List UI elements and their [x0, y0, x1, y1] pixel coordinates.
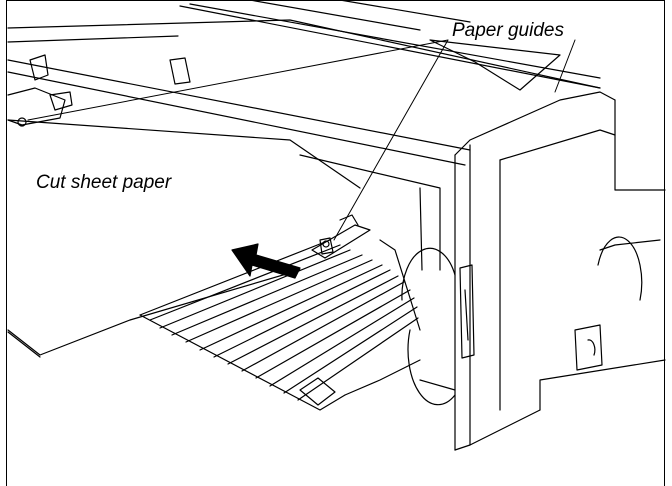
insertion-direction-arrow — [231, 243, 301, 279]
printer-top-panel — [7, 0, 601, 166]
printer-right-housing — [454, 91, 666, 451]
cut-sheet-paper — [7, 119, 361, 358]
cut-sheet-paper-label: Cut sheet paper — [36, 172, 172, 193]
leader-paper-guide-left — [27, 39, 449, 121]
paper-guides-label: Paper guides — [452, 20, 564, 41]
leader-paper-guide-tick — [554, 39, 576, 93]
figure-frame — [6, 0, 665, 486]
left-carriage — [7, 54, 191, 127]
leader-paper-guide-right — [333, 39, 449, 241]
paper-tray — [139, 239, 421, 411]
callout-leaders — [27, 39, 576, 241]
